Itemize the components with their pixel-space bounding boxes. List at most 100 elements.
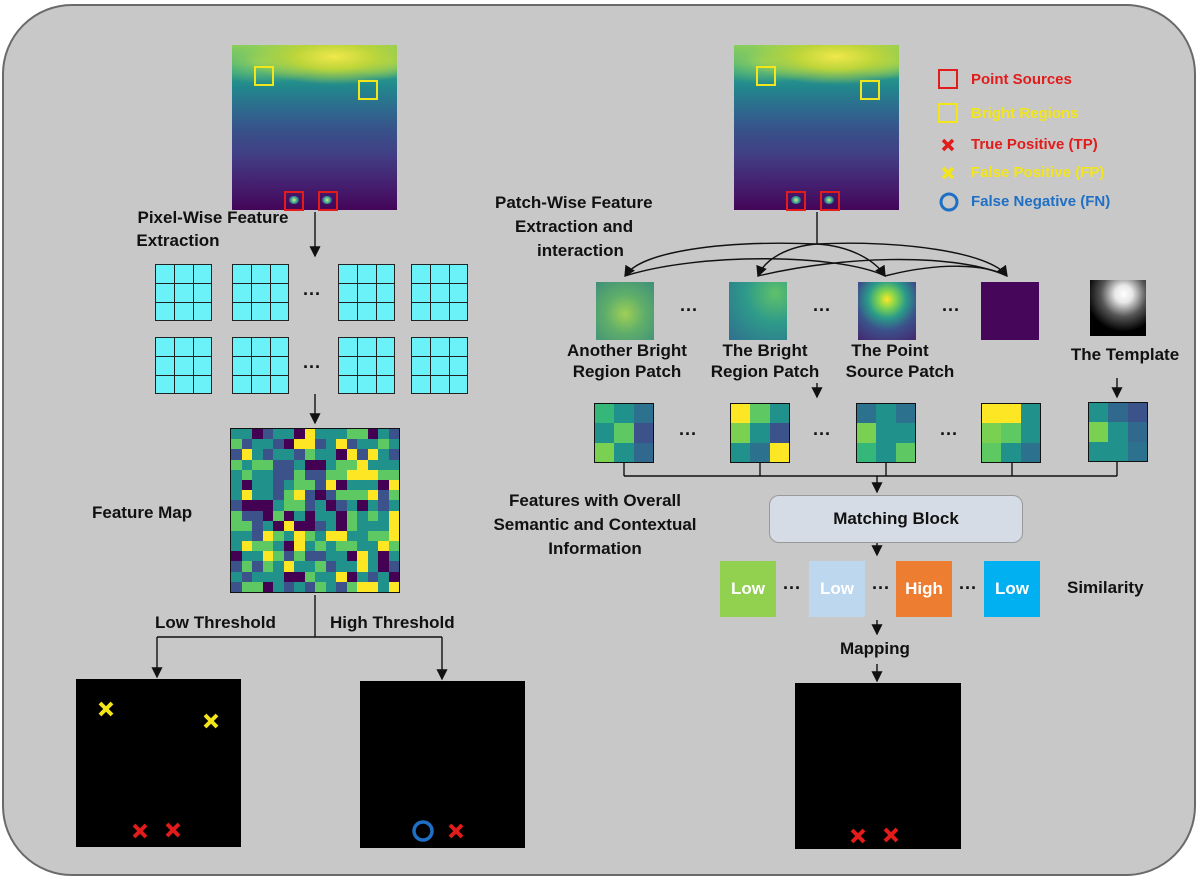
feature-map-cell bbox=[378, 520, 389, 531]
feature-map-cell bbox=[304, 510, 315, 521]
feature-map-cell bbox=[231, 459, 242, 470]
feature-map-cell bbox=[231, 500, 242, 511]
feature-map-cell bbox=[367, 571, 378, 582]
ellipsis: ··· bbox=[940, 424, 958, 444]
feature-map-cell bbox=[231, 510, 242, 521]
feature-cell bbox=[857, 442, 877, 462]
feature-map-cell bbox=[378, 561, 389, 572]
feature-map-cell bbox=[262, 510, 273, 521]
feature-map-cell bbox=[294, 459, 305, 470]
feature-map-cell bbox=[357, 510, 368, 521]
feature-cell bbox=[1127, 403, 1147, 423]
feature-map-cell bbox=[294, 500, 305, 511]
legend-yellow-x-icon bbox=[941, 166, 955, 180]
feature-map-cell bbox=[336, 479, 347, 491]
feature-cell bbox=[895, 404, 915, 424]
ellipsis: ··· bbox=[303, 284, 321, 304]
legend-label: Point Sources bbox=[971, 71, 1072, 88]
feature-map-cell bbox=[378, 530, 389, 542]
feature-map-cell bbox=[357, 449, 368, 460]
feature-map-cell bbox=[273, 459, 284, 470]
pixel-feature-grid bbox=[411, 337, 468, 394]
feature-map-cell bbox=[325, 479, 336, 491]
feature-cell bbox=[1108, 422, 1128, 442]
feature-map-cell bbox=[315, 520, 326, 531]
feature-map-cell bbox=[283, 490, 294, 501]
point-source bbox=[322, 196, 332, 204]
bright-region-marker bbox=[756, 66, 776, 86]
feature-cell bbox=[731, 404, 751, 424]
feature-map-cell bbox=[252, 500, 263, 511]
pixel-wise-label-2: Extraction bbox=[136, 231, 220, 250]
feature-map-cell bbox=[294, 520, 305, 531]
feature-map-cell bbox=[346, 439, 357, 450]
legend-yellow-square-icon bbox=[938, 103, 958, 123]
feature-map-cell bbox=[315, 571, 326, 582]
feature-map-cell bbox=[262, 449, 273, 460]
feature-map-cell bbox=[388, 449, 399, 460]
feature-map-cell bbox=[273, 479, 284, 491]
feature-cell bbox=[1020, 423, 1040, 443]
high-threshold-label: High Threshold bbox=[330, 613, 455, 632]
feature-cell bbox=[1108, 441, 1128, 461]
feature-map-cell bbox=[283, 520, 294, 531]
template-label: The Template bbox=[1070, 345, 1180, 364]
feature-map-cell bbox=[325, 449, 336, 460]
similarity-box: Low bbox=[720, 561, 776, 617]
feature-cell bbox=[857, 423, 877, 443]
feature-cell bbox=[982, 423, 1002, 443]
feature-map-cell bbox=[357, 469, 368, 480]
feature-map-cell bbox=[336, 439, 347, 450]
feature-map-cell bbox=[346, 469, 357, 480]
feature-map-cell bbox=[273, 500, 284, 511]
feature-map-cell bbox=[367, 429, 378, 440]
feature-map-label: Feature Map bbox=[92, 503, 193, 522]
feature-map-cell bbox=[367, 510, 378, 521]
features-label-3: Information bbox=[548, 539, 642, 558]
feature-map-cell bbox=[252, 551, 263, 562]
feature-map-cell bbox=[273, 571, 284, 582]
patch-wise-label: Patch-Wise Feature bbox=[495, 193, 653, 212]
feature-map-cell bbox=[367, 500, 378, 511]
feature-map-cell bbox=[252, 530, 263, 542]
feature-map-cell bbox=[252, 490, 263, 501]
pixel-feature-grid bbox=[155, 264, 212, 321]
feature-map-cell bbox=[252, 439, 263, 450]
feature-map-cell bbox=[294, 581, 305, 592]
legend-red-x-icon bbox=[941, 138, 955, 152]
feature-map-cell bbox=[231, 551, 242, 562]
feature-map-cell bbox=[325, 439, 336, 450]
feature-cell bbox=[595, 404, 615, 424]
feature-map-cell bbox=[346, 510, 357, 521]
feature-map-cell bbox=[283, 551, 294, 562]
ellipsis: ··· bbox=[813, 300, 831, 320]
feature-map-cell bbox=[388, 541, 399, 552]
feature-map-cell bbox=[241, 479, 252, 491]
feature-map-cell bbox=[357, 500, 368, 511]
feature-map-cell bbox=[325, 500, 336, 511]
feature-map-cell bbox=[262, 469, 273, 480]
input-image-right bbox=[734, 45, 899, 210]
feature-map-cell bbox=[231, 449, 242, 460]
feature-map-cell bbox=[252, 541, 263, 552]
feature-cell bbox=[1001, 423, 1021, 443]
feature-cell bbox=[769, 442, 789, 462]
feature-cell bbox=[876, 442, 896, 462]
another-bright-label: Another Bright bbox=[567, 341, 687, 360]
low-threshold-label: Low Threshold bbox=[155, 613, 276, 632]
feature-map-cell bbox=[315, 479, 326, 491]
patch-feature bbox=[981, 403, 1041, 463]
feature-map-cell bbox=[231, 541, 242, 552]
feature-map-cell bbox=[388, 459, 399, 470]
feature-map-cell bbox=[241, 490, 252, 501]
feature-cell bbox=[595, 442, 615, 462]
feature-map-cell bbox=[336, 541, 347, 552]
point-source bbox=[824, 196, 834, 204]
feature-map-cell bbox=[273, 439, 284, 450]
feature-map-cell bbox=[336, 429, 347, 440]
feature-map-cell bbox=[378, 490, 389, 501]
feature-map-cell bbox=[262, 439, 273, 450]
feature-map-cell bbox=[315, 561, 326, 572]
feature-map-cell bbox=[336, 551, 347, 562]
feature-map-cell bbox=[325, 571, 336, 582]
